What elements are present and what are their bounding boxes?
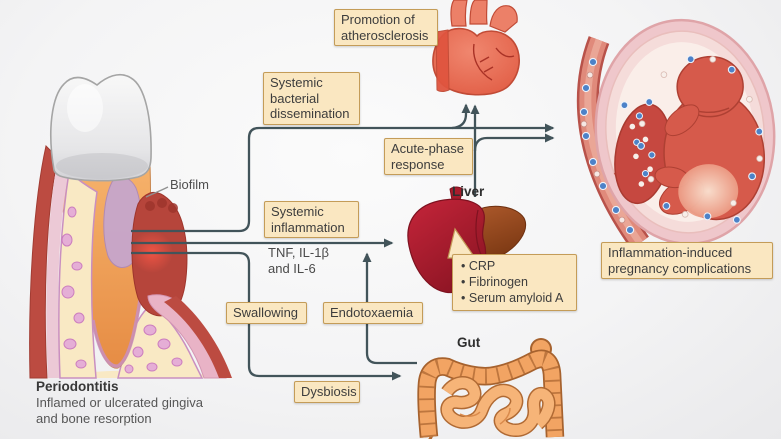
uterus: [594, 18, 776, 246]
systemic-bacterial-dissemination-box: Systemic bacterial dissemination: [263, 72, 360, 125]
gingiva-left-inner: [46, 158, 69, 378]
periodontitis-description: Inflamed or ulcerated gingiva and bone r…: [36, 395, 203, 426]
crown-highlight: [67, 84, 103, 132]
crown-shading: [56, 153, 148, 179]
heart-left-band: [435, 29, 450, 92]
promotion-of-atherosclerosis-box: Promotion of atherosclerosis: [334, 9, 438, 46]
gut-label: Gut: [457, 335, 481, 350]
gingiva-left-outer: [29, 145, 59, 379]
placenta-dots: [629, 112, 656, 187]
liver-protein-item: Serum amyloid A: [461, 290, 568, 306]
arrow-dissemination-to-fetus: [131, 123, 555, 233]
tooth-periodontitis-illustration: [29, 73, 234, 379]
arrow-dissemination-to-heart: [451, 103, 471, 130]
biofilm-label: Biofilm: [170, 177, 210, 192]
swallowing-box: Swallowing: [226, 302, 307, 324]
maternal-vessel: [576, 36, 649, 250]
ulcer-scallops: [145, 198, 178, 213]
liver-acute-phase-proteins-box: CRP Fibrinogen Serum amyloid A: [452, 254, 577, 311]
liver-protein-item: CRP: [461, 258, 568, 274]
gingiva-right-outer: [164, 296, 232, 378]
fetus: [654, 55, 766, 221]
pregnancy-complications-box: Inflammation-induced pregnancy complicat…: [601, 242, 773, 279]
periodontitis-caption: Periodontitis Inflamed or ulcerated ging…: [36, 379, 266, 427]
dysbiosis-box: Dysbiosis: [294, 381, 360, 403]
coronary-vessels: [472, 43, 515, 81]
tnf-il-annotation: TNF, IL-1β and IL-6: [268, 245, 329, 276]
heart-illustration: [432, 0, 520, 96]
pregnancy-illustration: [576, 18, 776, 250]
arrow-endotoxaemia-to-liver: [362, 252, 417, 365]
amniotic-bacteria: [620, 55, 764, 224]
arrow-liver-to-fetus: [473, 133, 555, 152]
periodontitis-title: Periodontitis: [36, 379, 119, 394]
systemic-inflammation-box: Systemic inflammation: [264, 201, 359, 238]
liver-label: Liver: [452, 184, 485, 199]
colon: [417, 349, 565, 438]
vessel-bacteria: [579, 57, 635, 235]
acute-phase-response-box: Acute-phase response: [384, 138, 473, 175]
bone-left: [58, 170, 98, 379]
endotoxaemia-box: Endotoxaemia: [323, 302, 423, 324]
liver-vessel-stub: [449, 186, 464, 201]
gut-illustration: [417, 338, 565, 439]
heart-vessel: [469, 0, 488, 25]
liver-protein-item: Fibrinogen: [461, 274, 568, 290]
heart-vessel: [489, 5, 518, 33]
small-intestine: [440, 376, 556, 437]
bone-spots-left: [61, 206, 87, 369]
biofilm-pointer-line: [145, 186, 169, 198]
bone-spots-right: [124, 324, 183, 374]
periodontal-ligament: [91, 299, 142, 368]
heart-vessel: [450, 0, 468, 27]
